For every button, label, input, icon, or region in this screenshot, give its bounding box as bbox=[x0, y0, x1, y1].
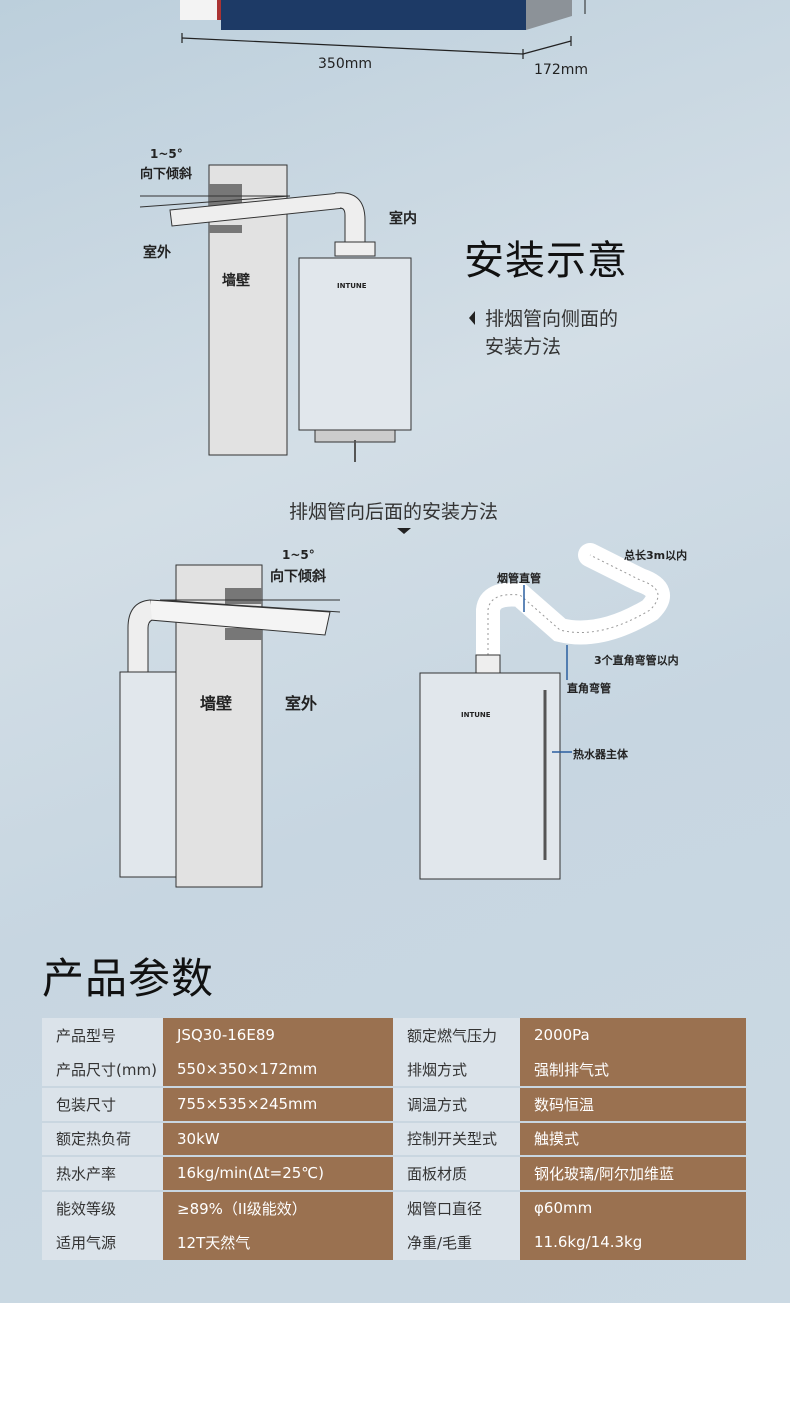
straight-pipe-label: 烟管直管 bbox=[497, 572, 541, 585]
total-length-label: 总长3m以内 bbox=[624, 549, 688, 562]
spec-value: 12T天然气 bbox=[163, 1225, 393, 1260]
back-install-title: 排烟管向后面的安装方法 bbox=[289, 501, 499, 523]
spec-value: 11.6kg/14.3kg bbox=[520, 1225, 746, 1260]
spec-label: 调温方式 bbox=[393, 1086, 520, 1122]
wall-label: 墙壁 bbox=[222, 273, 250, 289]
body-label: 热水器主体 bbox=[573, 748, 628, 761]
spec-value: ≥89%（II级能效） bbox=[163, 1189, 393, 1225]
outdoor-label-2: 室外 bbox=[285, 694, 318, 713]
spec-label: 烟管口直径 bbox=[393, 1189, 520, 1225]
side-install-diagram bbox=[139, 164, 412, 462]
wall-label-2: 墙壁 bbox=[200, 694, 233, 713]
spec-label: 产品尺寸(mm) bbox=[42, 1052, 163, 1087]
spec-value: 触摸式 bbox=[520, 1120, 746, 1156]
spec-value: 钢化玻璃/阿尔加维蓝 bbox=[520, 1155, 746, 1191]
pipe-diagram bbox=[419, 543, 670, 880]
spec-label: 额定热负荷 bbox=[42, 1120, 163, 1156]
triangle-left-icon bbox=[469, 311, 475, 325]
spec-label: 包装尺寸 bbox=[42, 1086, 163, 1122]
spec-label: 产品型号 bbox=[42, 1018, 163, 1053]
spec-label: 能效等级 bbox=[42, 1189, 163, 1225]
elbow-limit-label: 3个直角弯管以内 bbox=[594, 654, 679, 667]
spec-label: 适用气源 bbox=[42, 1225, 163, 1260]
spec-value: 30kW bbox=[163, 1120, 393, 1156]
specs-title: 产品参数 bbox=[42, 954, 215, 1003]
width-dimension: 350mm bbox=[318, 56, 372, 72]
elbow-label: 直角弯管 bbox=[567, 682, 611, 695]
back-install-diagram bbox=[119, 564, 341, 888]
spec-value: 550×350×172mm bbox=[163, 1052, 393, 1087]
spec-value: 数码恒温 bbox=[520, 1086, 746, 1122]
product-bottom bbox=[180, 0, 586, 30]
spec-label: 面板材质 bbox=[393, 1155, 520, 1191]
brand-logo-2: INTUNE bbox=[461, 711, 491, 719]
spec-value: 强制排气式 bbox=[520, 1052, 746, 1087]
tilt-label-2: 向下倾斜 bbox=[270, 569, 326, 585]
spec-value: JSQ30-16E89 bbox=[163, 1018, 393, 1053]
spec-label: 净重/毛重 bbox=[393, 1225, 520, 1260]
spec-value: φ60mm bbox=[520, 1189, 746, 1225]
tilt-label: 向下倾斜 bbox=[140, 167, 193, 182]
brand-logo: INTUNE bbox=[337, 282, 367, 290]
spec-value: 16kg/min(Δt=25℃) bbox=[163, 1155, 393, 1191]
spec-value: 755×535×245mm bbox=[163, 1086, 393, 1122]
dimension-lines bbox=[181, 33, 572, 59]
side-install-description: 排烟管向侧面的安装方法 bbox=[485, 308, 619, 358]
depth-dimension: 172mm bbox=[534, 62, 588, 78]
install-title: 安装示意 bbox=[464, 238, 628, 284]
spec-label: 控制开关型式 bbox=[393, 1120, 520, 1156]
angle-label: 1~5° bbox=[150, 147, 183, 161]
indoor-label: 室内 bbox=[389, 211, 417, 227]
outdoor-label: 室外 bbox=[143, 245, 171, 261]
spec-label: 热水产率 bbox=[42, 1155, 163, 1191]
spec-label: 排烟方式 bbox=[393, 1052, 520, 1087]
angle-label-2: 1~5° bbox=[282, 548, 315, 562]
spec-value: 2000Pa bbox=[520, 1018, 746, 1053]
spec-label: 额定燃气压力 bbox=[393, 1018, 520, 1053]
triangle-down-icon bbox=[397, 528, 411, 534]
